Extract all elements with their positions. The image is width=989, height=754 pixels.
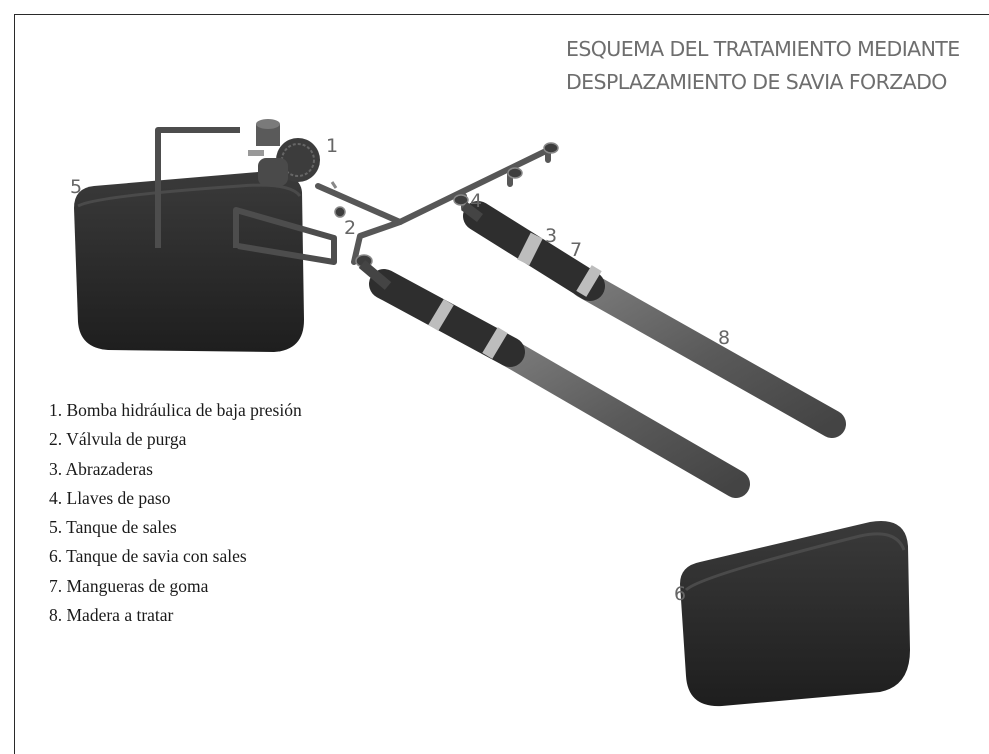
- wood-log-back: [461, 201, 846, 438]
- callout-8: 8: [718, 327, 730, 349]
- legend-item-2: 2. Válvula de purga: [49, 429, 187, 450]
- frame-border: [14, 14, 989, 754]
- pump: [248, 119, 320, 186]
- title-line-2: DESPLAZAMIENTO DE SAVIA FORZADO: [566, 70, 947, 94]
- legend-list: 1. Bomba hidráulica de baja presión 2. V…: [49, 396, 302, 630]
- callout-7: 7: [570, 239, 582, 261]
- legend-item-3: 3. Abrazaderas: [49, 458, 153, 479]
- legend-item-8: 8. Madera a tratar: [49, 605, 174, 626]
- legend-item-1: 1. Bomba hidráulica de baja presión: [49, 400, 302, 420]
- legend-item-7: 7. Mangueras de goma: [49, 575, 209, 596]
- legend-item-4: 4. Llaves de paso: [49, 487, 171, 508]
- legend-item-5: 5. Tanque de sales: [49, 517, 177, 538]
- callout-3: 3: [545, 225, 557, 247]
- stop-valves: [334, 142, 559, 268]
- diagram-canvas: ESQUEMA DEL TRATAMIENTO MEDIANTE DESPLAZ…: [14, 14, 989, 754]
- suction-pipe: [155, 127, 337, 265]
- sap-tank: [680, 521, 910, 707]
- purge-valve: [330, 181, 338, 189]
- callout-4: 4: [470, 190, 482, 212]
- callout-2: 2: [344, 217, 356, 239]
- callout-6: 6: [674, 583, 686, 605]
- callout-5: 5: [70, 176, 82, 198]
- legend-item-6: 6. Tanque de savia con sales: [49, 546, 247, 567]
- salt-tank: [74, 171, 304, 352]
- wood-log-front: [358, 260, 750, 498]
- treatment-diagram: 1 2 3 4 5 6 7 8: [70, 119, 910, 707]
- title-line-1: ESQUEMA DEL TRATAMIENTO MEDIANTE: [566, 37, 960, 61]
- callout-1: 1: [326, 135, 338, 157]
